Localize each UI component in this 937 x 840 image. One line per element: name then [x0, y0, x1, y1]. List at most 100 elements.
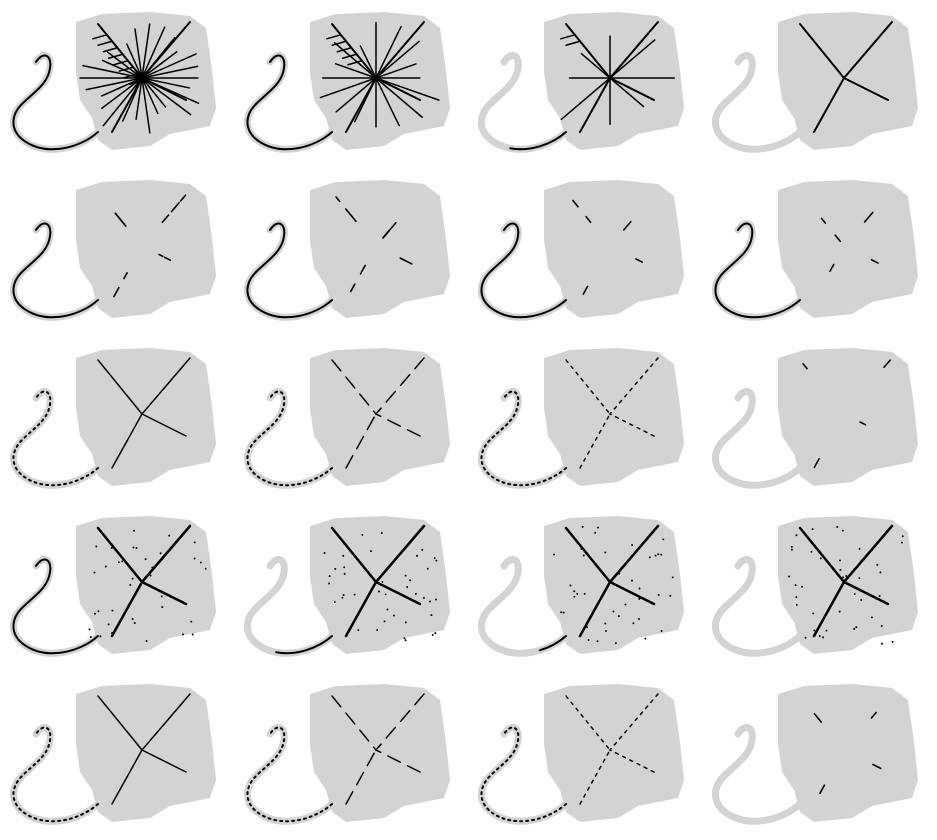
- noise-dot: [825, 630, 827, 632]
- noise-dot: [580, 548, 582, 550]
- noise-dot: [886, 530, 888, 532]
- noise-dot: [612, 610, 614, 612]
- noise-dot: [132, 547, 134, 549]
- noise-dot: [111, 610, 113, 612]
- noise-dot: [421, 549, 423, 551]
- noise-dot: [597, 640, 599, 642]
- noise-dot: [149, 571, 151, 573]
- panel-r4-c2: [234, 504, 468, 672]
- noise-dot: [638, 618, 640, 620]
- panel-r5-c1: [0, 672, 234, 840]
- noise-dot: [416, 555, 418, 557]
- panel-r3-c4: [702, 336, 936, 504]
- noise-dot: [405, 575, 407, 577]
- noise-dot: [430, 614, 432, 616]
- noise-dot: [655, 555, 657, 557]
- noise-dot: [649, 556, 651, 558]
- noise-dot: [406, 586, 408, 588]
- noise-dot: [594, 532, 596, 534]
- panel-r5-c2: [234, 672, 468, 840]
- noise-dot: [795, 534, 797, 536]
- panel-r1-c1: [0, 0, 234, 168]
- noise-dot: [182, 633, 184, 635]
- noise-dot: [334, 568, 336, 570]
- noise-dot: [434, 557, 436, 559]
- noise-dot: [378, 591, 380, 593]
- noise-dot: [871, 616, 873, 618]
- noise-dot: [170, 596, 172, 598]
- noise-dot: [902, 535, 904, 537]
- noise-dot: [901, 542, 903, 544]
- noise-dot: [341, 597, 343, 599]
- noise-dot: [812, 528, 814, 530]
- noise-dot: [839, 611, 841, 613]
- noise-dot: [672, 576, 674, 578]
- noise-dot: [892, 641, 894, 643]
- noise-dot: [822, 636, 824, 638]
- noise-dot: [190, 621, 192, 623]
- panel-drawing: [0, 504, 234, 672]
- noise-dot: [169, 595, 171, 597]
- noise-dot: [409, 579, 411, 581]
- noise-dot: [376, 629, 378, 631]
- noise-dot: [876, 564, 878, 566]
- noise-dot: [121, 560, 123, 562]
- noise-dot: [168, 535, 170, 537]
- noise-dot: [200, 562, 202, 564]
- noise-dot: [99, 635, 101, 637]
- noise-dot: [810, 551, 812, 553]
- panel-r3-c1: [0, 336, 234, 504]
- noise-dot: [858, 577, 860, 579]
- noise-dot: [161, 595, 163, 597]
- noise-dot: [669, 595, 671, 597]
- panel-drawing: [234, 504, 468, 672]
- panel-r1-c3: [468, 0, 702, 168]
- noise-dot: [842, 530, 844, 532]
- panel-r5-c3: [468, 672, 702, 840]
- noise-dot: [328, 583, 330, 585]
- noise-dot: [435, 560, 437, 562]
- noise-dot: [632, 622, 634, 624]
- noise-dot: [108, 623, 110, 625]
- panel-r5-c4: [702, 672, 936, 840]
- noise-dot: [788, 575, 790, 577]
- noise-dot: [146, 640, 148, 642]
- noise-dot: [370, 550, 372, 552]
- noise-dot: [563, 612, 565, 614]
- noise-dot: [860, 599, 862, 601]
- noise-dot: [384, 620, 386, 622]
- noise-dot: [853, 628, 855, 630]
- noise-dot: [334, 601, 336, 603]
- panel-r3-c2: [234, 336, 468, 504]
- noise-dot: [661, 630, 663, 632]
- panel-drawing: [0, 336, 234, 504]
- noise-dot: [111, 632, 113, 634]
- noise-dot: [820, 557, 822, 559]
- noise-dot: [432, 634, 434, 636]
- noise-dot: [639, 587, 641, 589]
- noise-dot: [584, 593, 586, 595]
- panel-drawing: [234, 336, 468, 504]
- noise-dot: [796, 604, 798, 606]
- panel-drawing: [702, 504, 936, 672]
- noise-dot: [842, 576, 844, 578]
- noise-dot: [343, 594, 345, 596]
- noise-dot: [618, 615, 620, 617]
- noise-dot: [145, 558, 147, 560]
- noise-dot: [89, 628, 91, 630]
- panel-drawing: [468, 504, 702, 672]
- noise-dot: [90, 636, 92, 638]
- panel-drawing: [468, 336, 702, 504]
- noise-dot: [386, 609, 388, 611]
- noise-dot: [93, 572, 95, 574]
- noise-dot: [859, 548, 861, 550]
- noise-dot: [553, 553, 555, 555]
- panel-drawing: [468, 672, 702, 840]
- noise-dot: [618, 573, 620, 575]
- noise-dot: [151, 567, 153, 569]
- panel-r2-c4: [702, 168, 936, 336]
- panel-r2-c3: [468, 168, 702, 336]
- noise-dot: [813, 630, 815, 632]
- noise-dot: [583, 555, 585, 557]
